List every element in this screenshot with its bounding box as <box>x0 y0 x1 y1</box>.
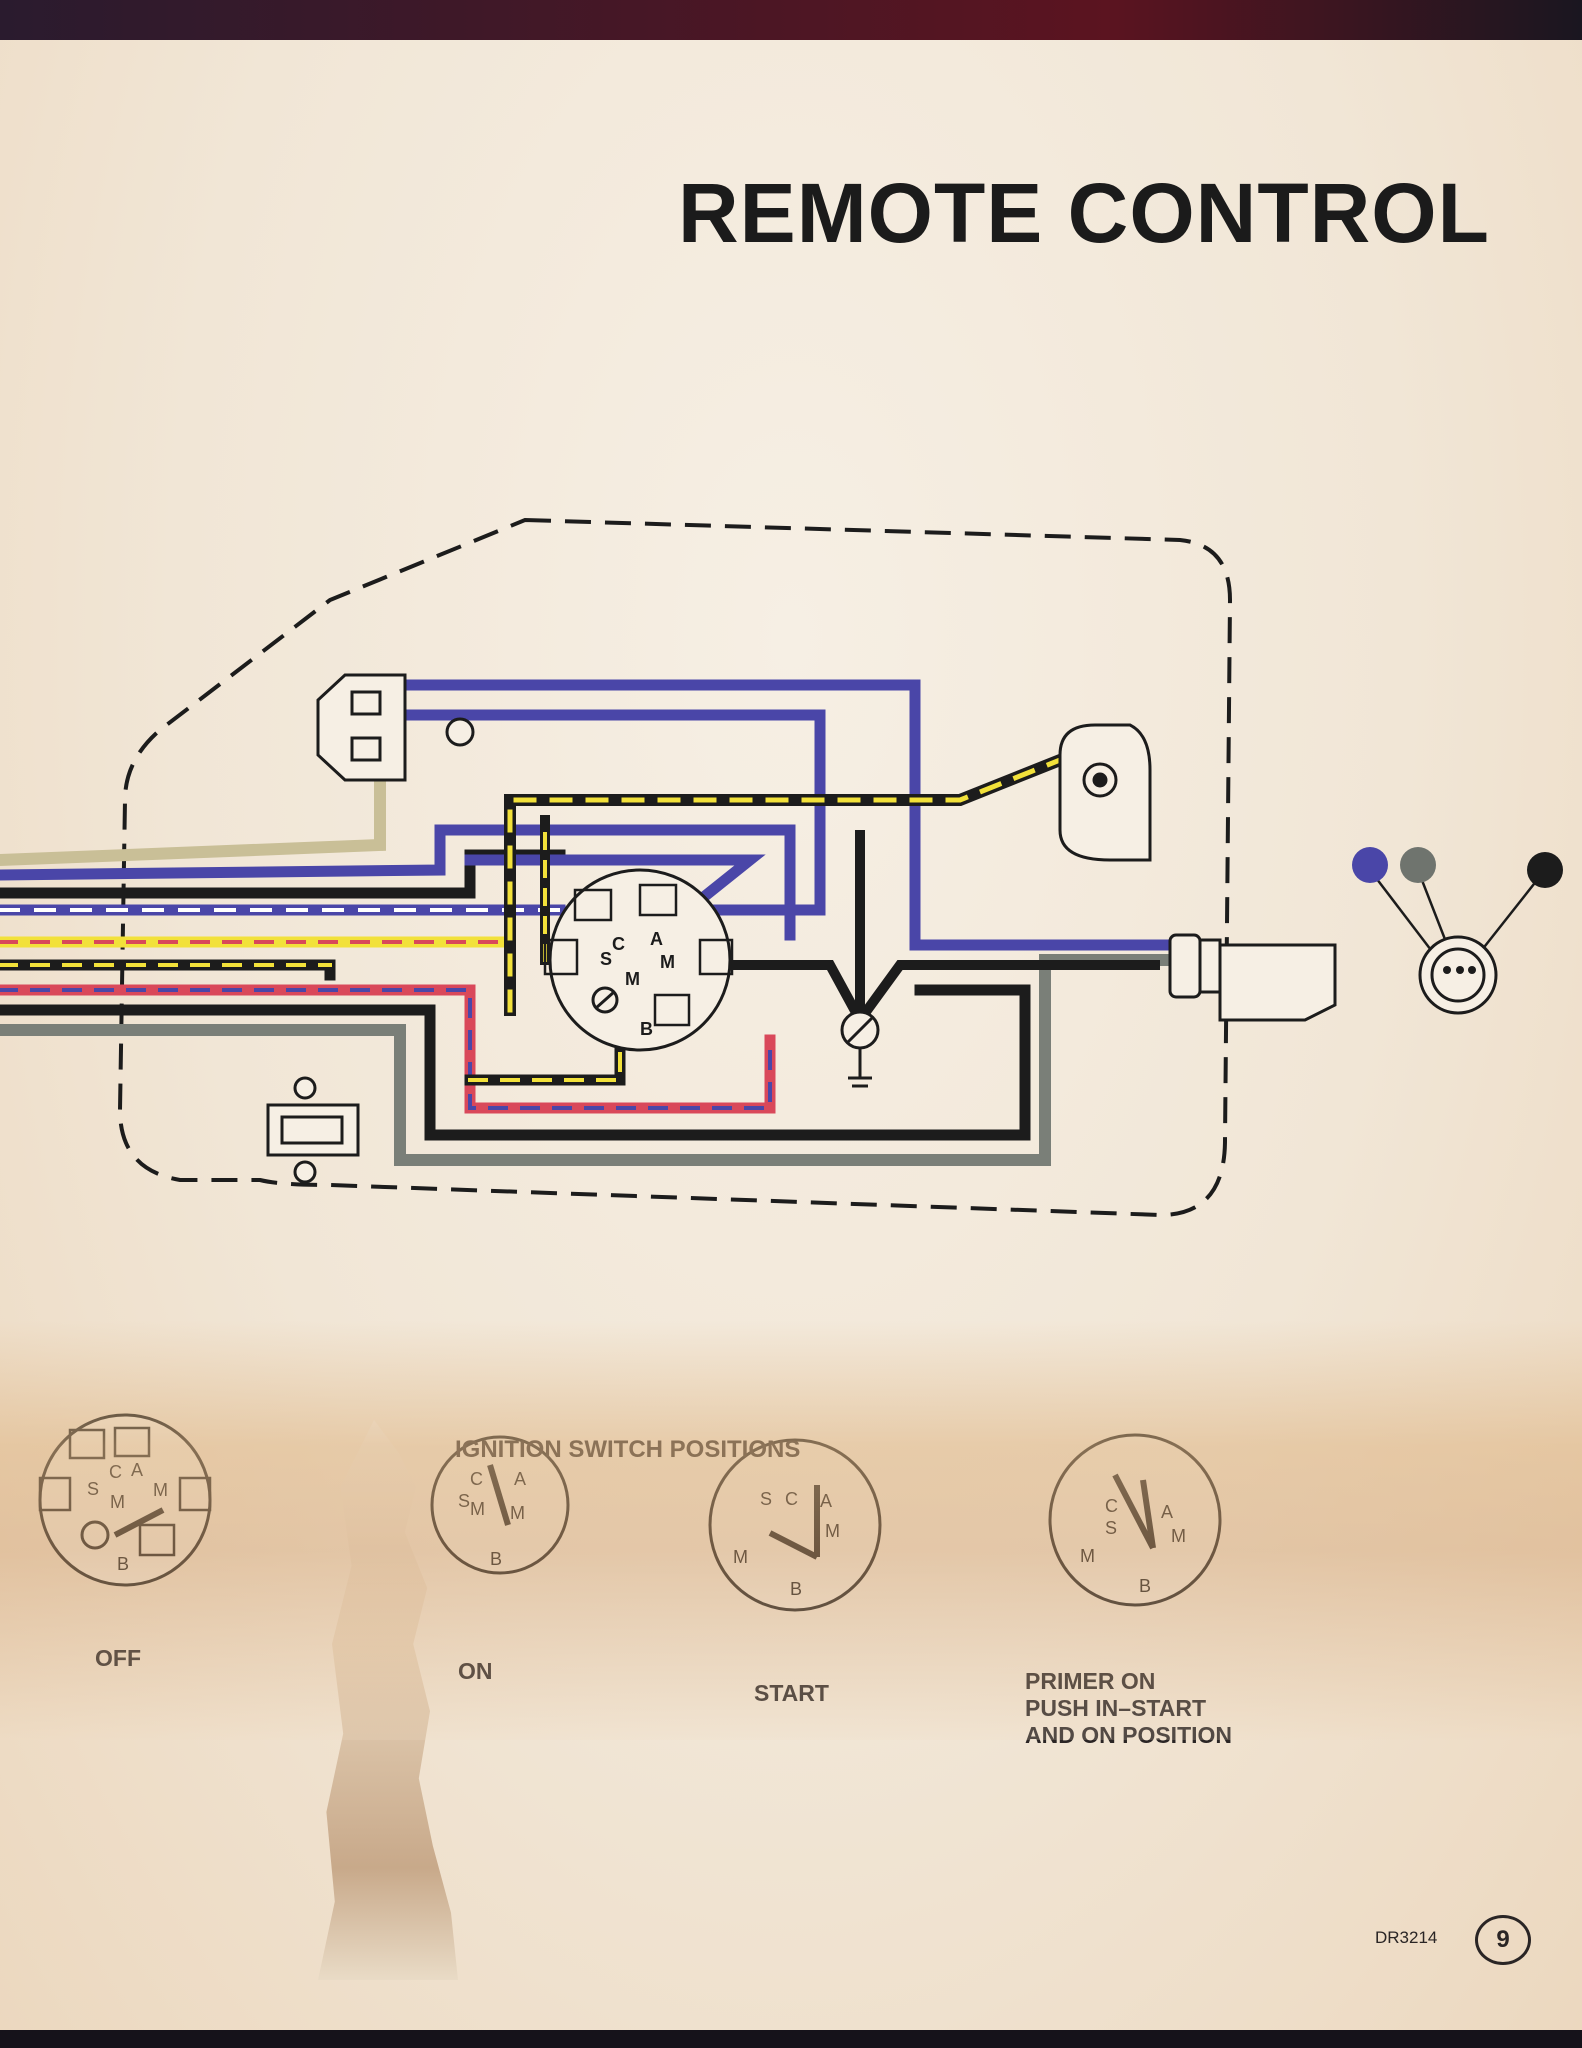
svg-text:M: M <box>110 1492 125 1512</box>
svg-text:C: C <box>612 934 625 954</box>
svg-text:B: B <box>117 1554 129 1574</box>
svg-text:B: B <box>640 1019 653 1039</box>
svg-text:S: S <box>600 949 612 969</box>
svg-text:C: C <box>109 1462 122 1482</box>
svg-text:M: M <box>1080 1546 1095 1566</box>
gray-dot <box>1400 847 1436 883</box>
svg-text:A: A <box>1161 1502 1173 1522</box>
svg-text:S: S <box>87 1479 99 1499</box>
primer-solenoid <box>1058 723 1152 862</box>
svg-text:S: S <box>1105 1518 1117 1538</box>
control-box-outline <box>117 517 1233 1218</box>
position-label-on: ON <box>458 1658 493 1684</box>
svg-text:B: B <box>1139 1576 1151 1596</box>
svg-text:M: M <box>733 1547 748 1567</box>
svg-text:S: S <box>760 1489 772 1509</box>
position-label-off: OFF <box>95 1645 141 1671</box>
ground-symbol <box>840 1010 880 1088</box>
wire-harness <box>0 684 1186 1166</box>
ignition-positions-heading: IGNITION SWITCH POSITIONS <box>455 1436 801 1463</box>
blue-dot <box>1352 847 1388 883</box>
svg-text:M: M <box>825 1521 840 1541</box>
svg-text:B: B <box>490 1549 502 1569</box>
page-number-badge: 9 <box>1475 1915 1531 1965</box>
connector-plug <box>1168 933 1337 1022</box>
document-number: DR3214 <box>1375 1928 1438 1947</box>
svg-text:A: A <box>131 1460 143 1480</box>
blue-wires <box>384 679 1171 951</box>
svg-text:A: A <box>514 1469 526 1489</box>
svg-text:C: C <box>785 1489 798 1509</box>
scan-top-edge <box>0 0 1582 40</box>
svg-text:C: C <box>470 1469 483 1489</box>
svg-text:M: M <box>625 969 640 989</box>
page-title: REMOTE CONTROL <box>678 166 1490 260</box>
svg-text:M: M <box>660 952 675 972</box>
scan-bottom-edge <box>0 2030 1582 2048</box>
svg-text:M: M <box>153 1480 168 1500</box>
switch-position-start: C A S M M B <box>708 1438 882 1612</box>
position-label-start: START <box>754 1680 829 1706</box>
svg-text:A: A <box>650 929 663 949</box>
svg-text:A: A <box>820 1491 832 1511</box>
svg-text:C: C <box>1105 1496 1118 1516</box>
manual-page: REMOTE CONTROL <box>0 40 1582 2030</box>
svg-text:S: S <box>458 1491 470 1511</box>
switch-bracket <box>266 673 475 1184</box>
position-label-primer: PRIMER ON PUSH IN–START AND ON POSITION <box>1025 1668 1233 1748</box>
svg-text:M: M <box>510 1503 525 1523</box>
svg-text:B: B <box>790 1579 802 1599</box>
svg-text:M: M <box>470 1499 485 1519</box>
indicator-connector <box>1352 847 1563 1015</box>
black-dot <box>1527 852 1563 888</box>
svg-text:M: M <box>1171 1526 1186 1546</box>
